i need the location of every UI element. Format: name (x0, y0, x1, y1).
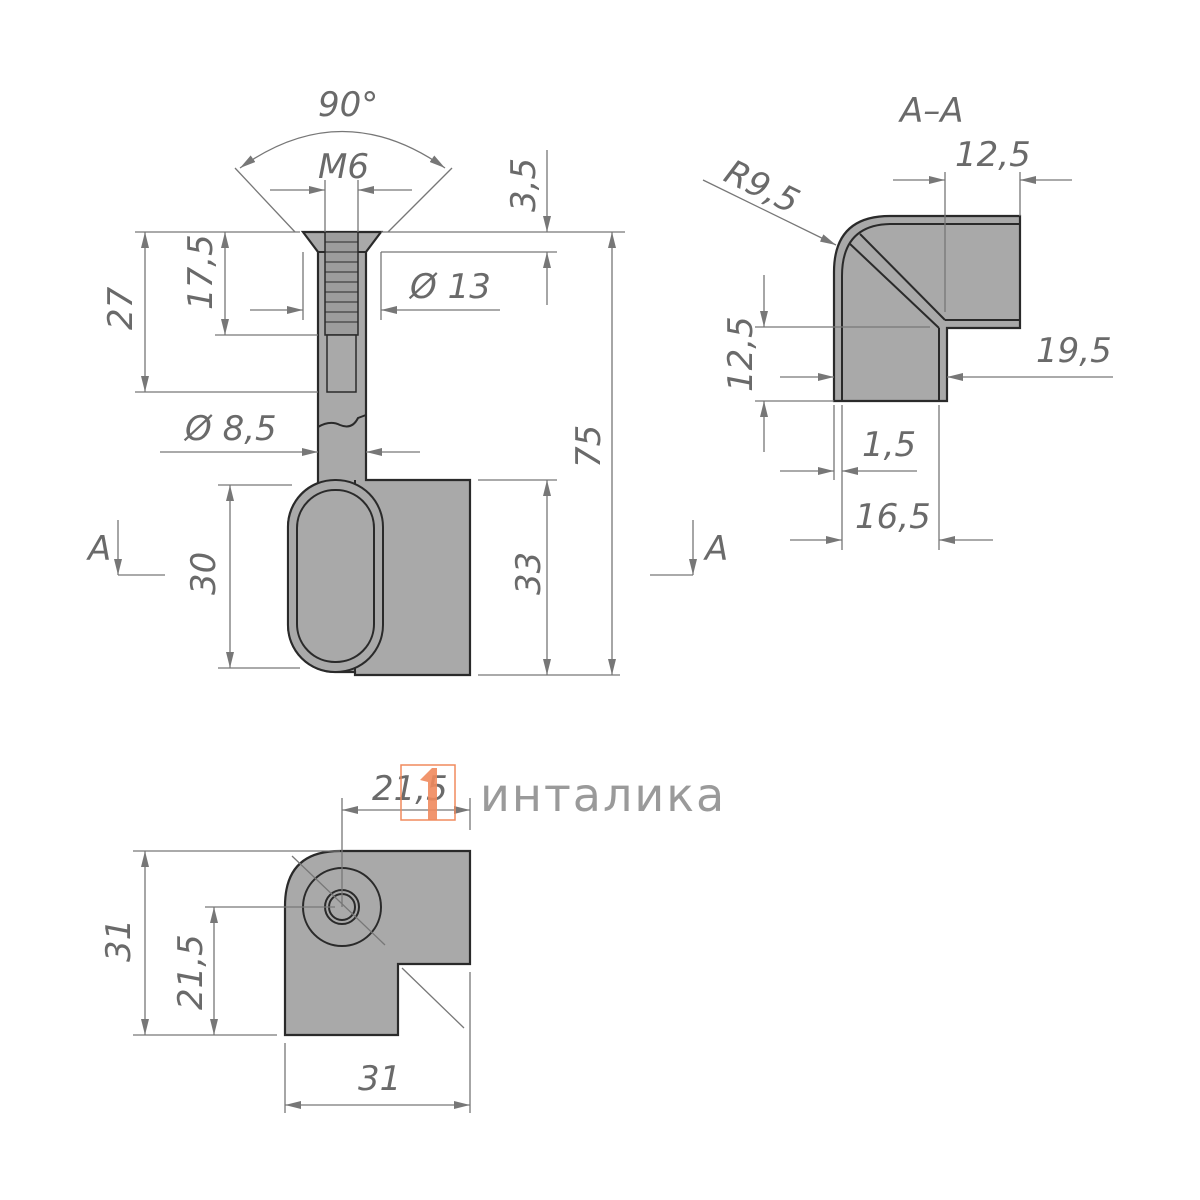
bottom-profile (283, 849, 472, 1037)
screw-hole (326, 334, 357, 393)
section-title: A–A (898, 91, 964, 131)
radius-label: R9,5 (718, 152, 805, 222)
oval-height-label: 30 (184, 552, 224, 595)
screw-length-label: 27 (101, 286, 141, 330)
section-view: A–A 12,5 R9,5 12,5 19,5 1,5 16,5 (702, 91, 1113, 550)
bottom-view: 31 21,5 31 21,5 (99, 769, 472, 1113)
body-height-label: 33 (509, 552, 549, 595)
section-mark-right: A (703, 529, 728, 569)
thread-label: M6 (318, 147, 369, 187)
screw-thread (324, 231, 359, 336)
hole-offset-y-label: 21,5 (171, 934, 211, 1010)
head-height-label: 3,5 (504, 158, 544, 212)
overall-width-label: 19,5 (1036, 331, 1112, 371)
total-height-label: 75 (569, 425, 609, 468)
brand-logo: инталика (400, 764, 726, 822)
thread-lines (325, 241, 358, 323)
section-profile (832, 214, 1022, 403)
thread-length-label: 17,5 (181, 234, 221, 310)
logo-mark (420, 768, 437, 820)
angle-extension (234, 167, 296, 233)
radius-leader (702, 179, 837, 246)
bottom-width-label: 16,5 (855, 497, 931, 537)
width-label: 31 (358, 1059, 401, 1099)
wall-label: 1,5 (862, 425, 916, 465)
section-mark-left: A (86, 529, 111, 569)
head-diameter-label: Ø 13 (408, 267, 491, 307)
top-width-label: 12,5 (955, 135, 1031, 175)
height-label: 31 (99, 919, 139, 962)
oval-hole-inner (296, 489, 375, 663)
break-line (317, 414, 367, 428)
angle-dimension-arc (239, 130, 446, 169)
angle-extension (387, 167, 453, 233)
shank-diameter-label: Ø 8,5 (183, 409, 277, 449)
angle-label: 90° (318, 85, 378, 125)
logo-text: инталика (480, 768, 726, 822)
front-view: 90° M6 27 17,5 3,5 Ø 13 Ø 8,5 75 (86, 85, 728, 677)
left-height-label: 12,5 (721, 316, 761, 392)
